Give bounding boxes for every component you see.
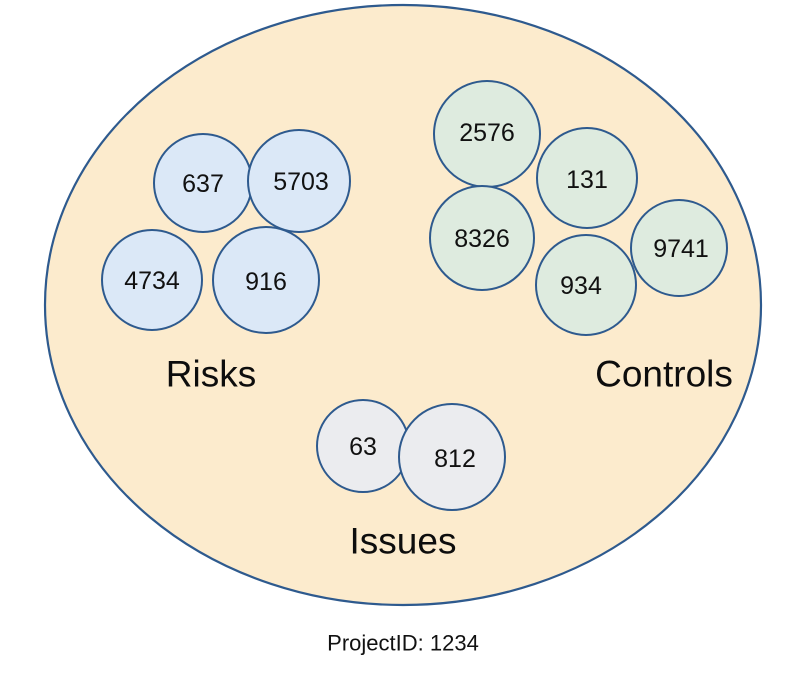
group-label-controls: Controls <box>595 354 733 395</box>
bubble-label-issues-0: 63 <box>349 433 377 461</box>
bubble-label-controls-0: 2576 <box>459 119 515 147</box>
bubble-controls-4[interactable] <box>630 199 728 297</box>
bubble-label-risks-2: 4734 <box>124 267 180 295</box>
bubble-risks-3[interactable] <box>212 226 320 334</box>
bubble-label-controls-3: 934 <box>560 272 602 300</box>
bubble-controls-1[interactable] <box>536 127 638 229</box>
bubble-issues-1[interactable] <box>398 403 506 511</box>
bubble-label-controls-4: 9741 <box>653 235 709 263</box>
bubble-label-risks-0: 637 <box>182 170 224 198</box>
project-id-caption: ProjectID: 1234 <box>327 631 479 656</box>
bubble-controls-3[interactable] <box>535 234 637 336</box>
bubble-label-risks-3: 916 <box>245 268 287 296</box>
bubble-label-risks-1: 5703 <box>273 168 329 196</box>
bubble-risks-1[interactable] <box>247 129 351 233</box>
group-risks: 637 5703 4734 916 Risks <box>101 129 351 395</box>
group-issues: 63 812 Issues <box>316 399 506 562</box>
group-label-risks: Risks <box>166 354 256 395</box>
group-label-issues: Issues <box>350 521 457 562</box>
bubble-label-issues-1: 812 <box>434 445 476 473</box>
bubble-label-controls-1: 131 <box>566 166 608 194</box>
group-controls: 2576 131 8326 934 9741 Controls <box>429 80 733 395</box>
bubble-risks-2[interactable] <box>101 229 203 331</box>
bubble-controls-2[interactable] <box>429 185 535 291</box>
bubble-label-controls-2: 8326 <box>454 225 510 253</box>
